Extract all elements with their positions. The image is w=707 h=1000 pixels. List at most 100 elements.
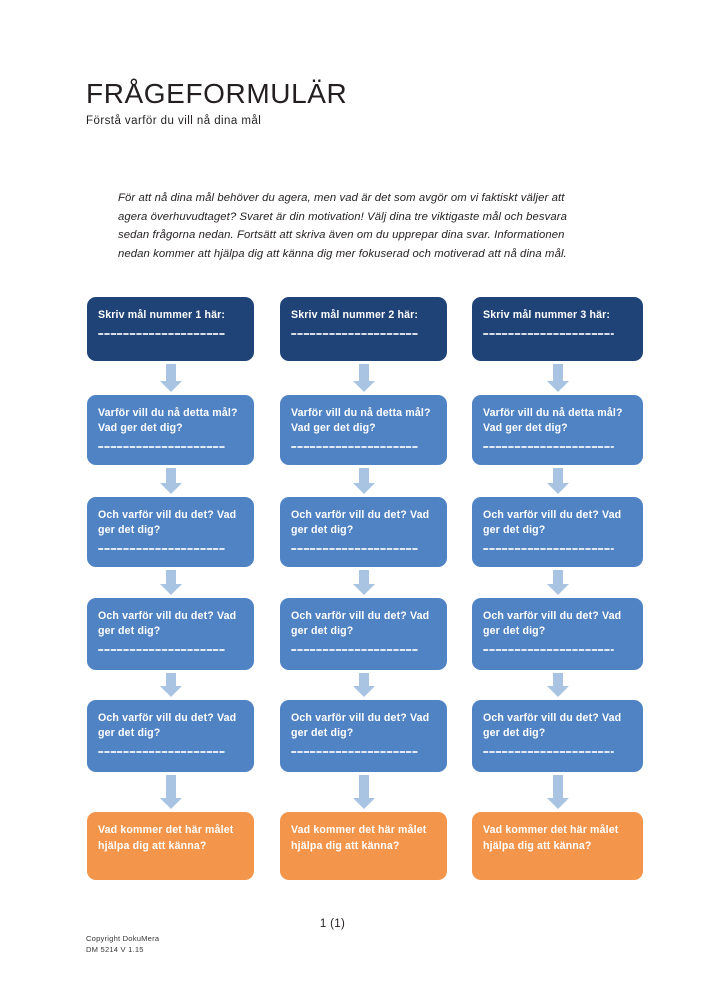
flow-node-label: Och varför vill du det? Vad ger det dig? xyxy=(291,610,430,638)
arrow-head xyxy=(546,483,569,494)
intro-paragraph: För att nå dina mål behöver du agera, me… xyxy=(118,192,567,260)
footer-document-code: DM 5214 V 1.15 xyxy=(86,944,144,954)
arrow-head xyxy=(352,381,375,392)
flow-node-goal-3-why-1[interactable]: Varför vill du nå detta mål? Vad ger det… xyxy=(472,395,643,465)
arrow-shaft xyxy=(552,364,563,381)
answer-write-in-line[interactable] xyxy=(98,548,225,551)
flow-node-label: Varför vill du nå detta mål? Vad ger det… xyxy=(98,407,238,435)
flow-node-label: Och varför vill du det? Vad ger det dig? xyxy=(483,509,622,537)
flow-arrow-down-icon xyxy=(546,673,569,697)
flow-node-label: Varför vill du nå detta mål? Vad ger det… xyxy=(483,407,623,435)
flow-node-goal-3-feeling[interactable]: Vad kommer det här målet hjälpa dig att … xyxy=(472,812,643,880)
arrow-shaft xyxy=(358,775,369,798)
arrow-shaft xyxy=(358,570,369,584)
arrow-head xyxy=(159,798,182,809)
flow-arrow-down-icon xyxy=(159,468,182,494)
arrow-shaft xyxy=(358,364,369,381)
arrow-head xyxy=(546,798,569,809)
answer-write-in-line[interactable] xyxy=(98,446,225,449)
arrow-head xyxy=(352,483,375,494)
document-header: FRÅGEFORMULÄR Förstå varför du vill nå d… xyxy=(86,78,626,129)
flow-node-goal-2-why-3[interactable]: Och varför vill du det? Vad ger det dig? xyxy=(280,598,447,670)
flow-node-goal-1-why-3[interactable]: Och varför vill du det? Vad ger det dig? xyxy=(87,598,254,670)
arrow-shaft xyxy=(552,468,563,483)
arrow-head xyxy=(546,584,569,595)
answer-write-in-line[interactable] xyxy=(483,751,614,754)
flow-arrow-down-icon xyxy=(159,364,182,392)
flow-arrow-down-icon xyxy=(546,775,569,809)
answer-write-in-line[interactable] xyxy=(291,333,418,336)
footer-copyright: Copyright DokuMera xyxy=(86,934,160,943)
flow-node-goal-1-why-1[interactable]: Varför vill du nå detta mål? Vad ger det… xyxy=(87,395,254,465)
arrow-shaft xyxy=(358,673,369,686)
flow-node-goal-2-feeling[interactable]: Vad kommer det här målet hjälpa dig att … xyxy=(280,812,447,880)
flow-node-goal-3-why-3[interactable]: Och varför vill du det? Vad ger det dig? xyxy=(472,598,643,670)
page-title: FRÅGEFORMULÄR xyxy=(86,78,348,109)
flow-node-label: Och varför vill du det? Vad ger det dig? xyxy=(291,509,430,537)
arrow-shaft xyxy=(552,570,563,584)
arrow-shaft xyxy=(165,673,176,686)
flow-node-goal-1-why-4[interactable]: Och varför vill du det? Vad ger det dig? xyxy=(87,700,254,772)
arrow-head xyxy=(352,798,375,809)
arrow-head xyxy=(159,686,182,697)
flow-node-label: Och varför vill du det? Vad ger det dig? xyxy=(98,509,237,537)
answer-write-in-line[interactable] xyxy=(98,333,225,336)
flow-node-label: Varför vill du nå detta mål? Vad ger det… xyxy=(291,407,431,435)
flow-node-label: Skriv mål nummer 1 här: xyxy=(98,309,226,321)
flow-arrow-down-icon xyxy=(546,364,569,392)
arrow-shaft xyxy=(165,570,176,584)
flow-node-label: Och varför vill du det? Vad ger det dig? xyxy=(98,712,237,740)
flow-arrow-down-icon xyxy=(159,570,182,595)
arrow-shaft xyxy=(552,775,563,798)
answer-write-in-line[interactable] xyxy=(483,548,614,551)
arrow-shaft xyxy=(552,673,563,686)
flow-node-goal-2-goal[interactable]: Skriv mål nummer 2 här: xyxy=(280,297,447,361)
arrow-head xyxy=(159,584,182,595)
answer-write-in-line[interactable] xyxy=(483,446,614,449)
answer-write-in-line[interactable] xyxy=(98,649,225,652)
flow-node-label: Vad kommer det här målet hjälpa dig att … xyxy=(98,824,234,852)
answer-write-in-line[interactable] xyxy=(291,548,418,551)
flow-node-label: Och varför vill du det? Vad ger det dig? xyxy=(483,610,622,638)
page-number: 1 (1) xyxy=(319,918,346,930)
flow-arrow-down-icon xyxy=(546,570,569,595)
arrow-head xyxy=(546,381,569,392)
answer-write-in-line[interactable] xyxy=(291,751,418,754)
arrow-shaft xyxy=(165,364,176,381)
flow-node-goal-3-goal[interactable]: Skriv mål nummer 3 här: xyxy=(472,297,643,361)
flow-node-goal-3-why-4[interactable]: Och varför vill du det? Vad ger det dig? xyxy=(472,700,643,772)
flow-arrow-down-icon xyxy=(352,673,375,697)
flow-node-label: Och varför vill du det? Vad ger det dig? xyxy=(291,712,430,740)
arrow-head xyxy=(159,381,182,392)
flow-node-goal-2-why-4[interactable]: Och varför vill du det? Vad ger det dig? xyxy=(280,700,447,772)
flow-node-goal-1-feeling[interactable]: Vad kommer det här målet hjälpa dig att … xyxy=(87,812,254,880)
flow-arrow-down-icon xyxy=(159,673,182,697)
answer-write-in-line[interactable] xyxy=(291,649,418,652)
flow-arrow-down-icon xyxy=(352,570,375,595)
flow-node-goal-3-why-2[interactable]: Och varför vill du det? Vad ger det dig? xyxy=(472,497,643,567)
flow-node-goal-1-goal[interactable]: Skriv mål nummer 1 här: xyxy=(87,297,254,361)
arrow-head xyxy=(352,686,375,697)
flow-node-label: Skriv mål nummer 2 här: xyxy=(291,309,419,321)
flow-node-goal-2-why-2[interactable]: Och varför vill du det? Vad ger det dig? xyxy=(280,497,447,567)
flow-node-goal-2-why-1[interactable]: Varför vill du nå detta mål? Vad ger det… xyxy=(280,395,447,465)
document-footer: Copyright DokuMera DM 5214 V 1.15 xyxy=(86,934,159,956)
arrow-shaft xyxy=(165,468,176,483)
flow-node-label: Skriv mål nummer 3 här: xyxy=(483,309,611,321)
flow-node-goal-1-why-2[interactable]: Och varför vill du det? Vad ger det dig? xyxy=(87,497,254,567)
flow-arrow-down-icon xyxy=(546,468,569,494)
flow-arrow-down-icon xyxy=(159,775,182,809)
arrow-head xyxy=(159,483,182,494)
arrow-shaft xyxy=(165,775,176,798)
flow-node-label: Vad kommer det här målet hjälpa dig att … xyxy=(483,824,619,852)
answer-write-in-line[interactable] xyxy=(483,333,614,336)
flow-node-label: Och varför vill du det? Vad ger det dig? xyxy=(483,712,622,740)
flow-node-label: Och varför vill du det? Vad ger det dig? xyxy=(98,610,237,638)
flow-arrow-down-icon xyxy=(352,775,375,809)
answer-write-in-line[interactable] xyxy=(98,751,225,754)
flow-node-label: Vad kommer det här målet hjälpa dig att … xyxy=(291,824,427,852)
answer-write-in-line[interactable] xyxy=(291,446,418,449)
answer-write-in-line[interactable] xyxy=(483,649,614,652)
